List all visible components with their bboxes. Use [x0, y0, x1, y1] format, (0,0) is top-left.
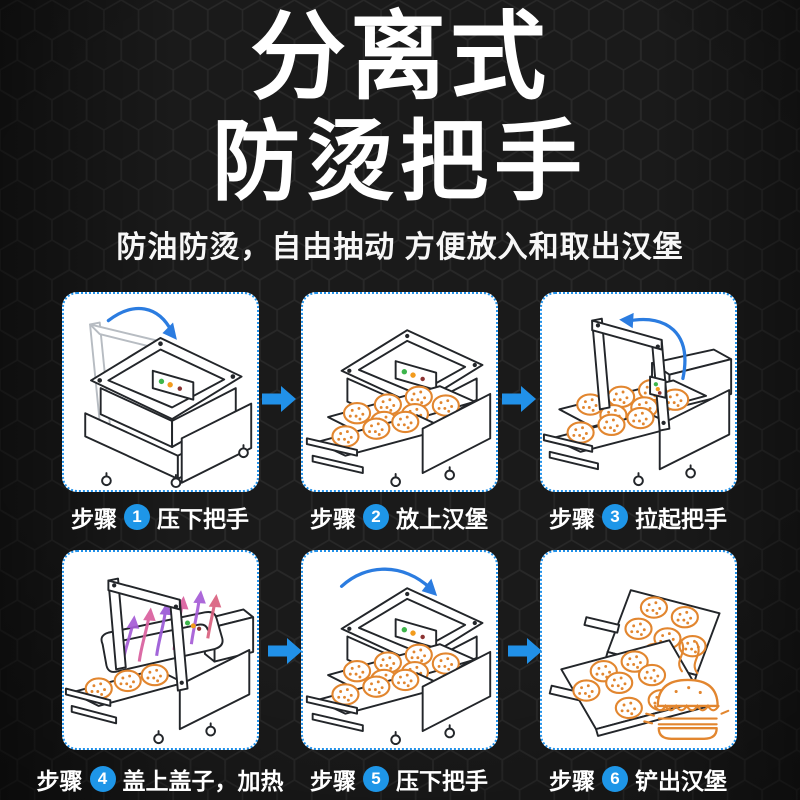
flow-arrow-right-icon	[268, 638, 302, 664]
step-4-illustration	[64, 577, 255, 745]
step-prefix: 步骤	[549, 768, 595, 794]
flow-arrow-right-icon	[262, 386, 296, 412]
front-plate	[421, 392, 492, 475]
step-prefix: 步骤	[36, 768, 83, 794]
press-down-arrow-icon	[339, 567, 438, 596]
step-6-label: 步骤 6 铲出汉堡	[508, 762, 768, 796]
indicator-lights	[185, 620, 202, 631]
step-text: 放上汉堡	[396, 506, 488, 532]
step-4-label: 步骤 4 盖上盖子，加热	[30, 762, 290, 796]
step-text: 铲出汉堡	[635, 768, 727, 794]
step-1-illustration	[84, 306, 253, 489]
step-prefix: 步骤	[71, 506, 117, 532]
front-plate	[658, 389, 731, 471]
step-5-panel	[301, 550, 498, 750]
page-title-line-1: 分离式	[250, 4, 550, 111]
step-text: 盖上盖子，加热	[122, 768, 284, 794]
press-down-arrow-icon	[106, 306, 177, 340]
step-text: 压下把手	[157, 506, 249, 532]
pull-rods	[305, 437, 364, 475]
pull-rods	[305, 695, 364, 733]
step-5-label: 步骤 5 压下把手	[269, 762, 529, 796]
step-prefix: 步骤	[310, 768, 356, 794]
step-6-panel	[540, 550, 737, 750]
flow-arrow-right-icon	[502, 386, 536, 412]
burger-with-steam-icon	[643, 639, 730, 740]
front-plate	[421, 650, 492, 733]
step-4-panel	[62, 550, 259, 750]
step-number-badge: 2	[363, 504, 389, 530]
step-2-panel	[301, 292, 498, 492]
step-number-badge: 4	[89, 766, 116, 792]
subtitle: 防油防烫，自由抽动 方便放入和取出汉堡	[116, 231, 684, 264]
step-1-label: 步骤 1 压下把手	[30, 500, 290, 534]
step-number-badge: 1	[124, 504, 150, 530]
step-5-illustration	[305, 567, 492, 746]
step-3-label: 步骤 3 拉起把手	[508, 500, 768, 534]
step-2-label: 步骤 2 放上汉堡	[269, 500, 529, 534]
step-3-illustration	[542, 312, 733, 487]
raised-handle	[107, 577, 189, 692]
page-title-line-2: 防烫把手	[211, 112, 588, 211]
pull-rods	[542, 433, 599, 471]
step-prefix: 步骤	[310, 506, 356, 532]
step-text: 拉起把手	[635, 506, 727, 532]
step-number-badge: 6	[602, 766, 628, 792]
upper-tray-with-buns	[558, 378, 708, 428]
step-prefix: 步骤	[549, 506, 595, 532]
step-1-panel	[62, 292, 259, 492]
indicator-lights	[649, 375, 667, 399]
pull-rods	[64, 687, 118, 725]
front-plate	[178, 649, 251, 731]
step-6-illustration	[548, 589, 730, 740]
indicator-lights	[158, 378, 183, 391]
lift-up-arrow-icon	[619, 312, 687, 381]
indicator-lights	[401, 369, 425, 382]
step-text: 压下把手	[396, 768, 488, 794]
machine-drawing	[84, 336, 253, 489]
step-number-badge: 3	[602, 504, 628, 530]
flow-arrow-right-icon	[508, 638, 542, 664]
step-number-badge: 5	[363, 766, 389, 792]
step-3-panel	[540, 292, 737, 492]
indicator-lights	[401, 627, 425, 640]
step-2-illustration	[305, 329, 492, 488]
